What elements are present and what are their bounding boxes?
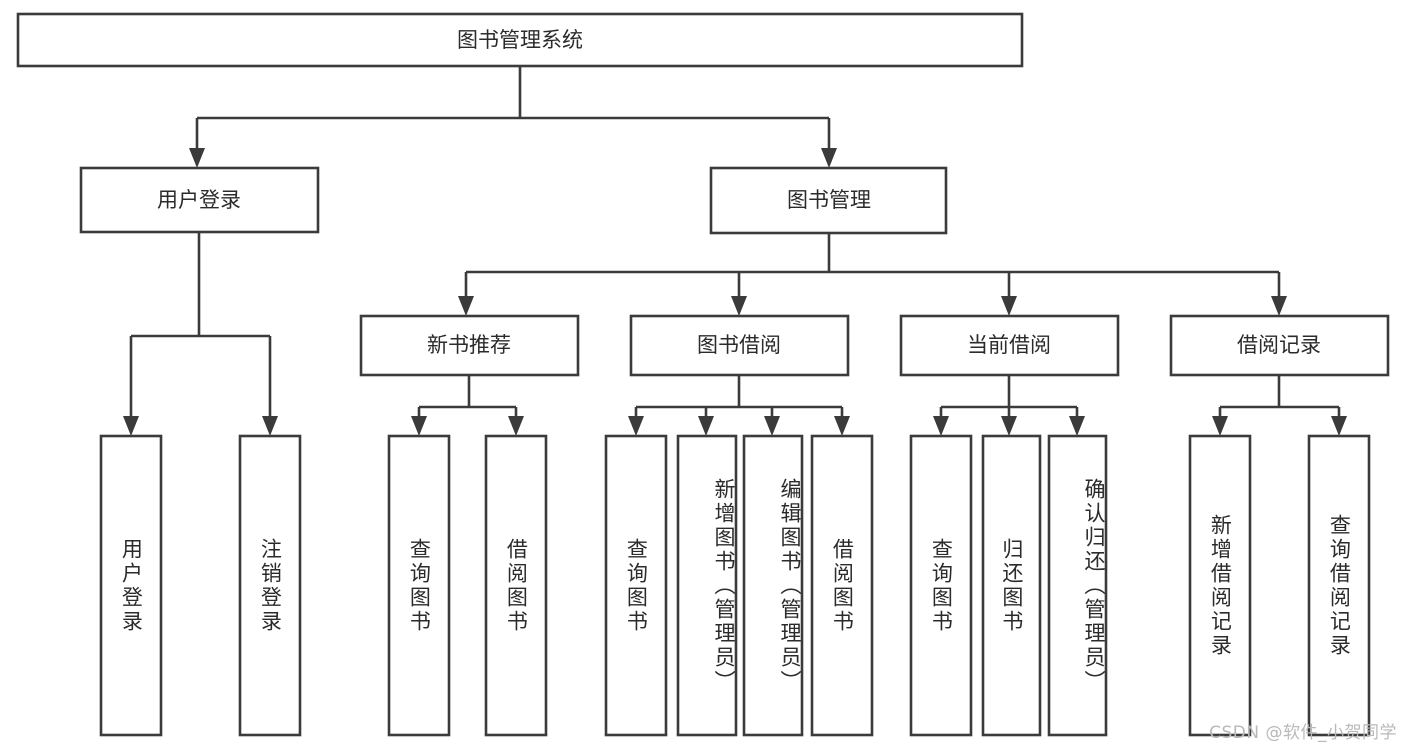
node-label-book-borrow: 图书借阅	[697, 333, 781, 357]
leaf-box-bookborrow-1[interactable]	[604, 434, 668, 737]
node-borrow-record[interactable]: 借阅记录	[1169, 314, 1390, 377]
arrow-icon	[933, 416, 949, 436]
node-current-borrow[interactable]: 当前借阅	[899, 314, 1120, 377]
node-book-borrow[interactable]: 图书借阅	[629, 314, 850, 377]
arrow-icon	[698, 416, 714, 436]
node-label-current-borrow: 当前借阅	[967, 333, 1051, 357]
node-label-borrow-record: 借阅记录	[1237, 333, 1321, 357]
connector-userlogin-to-leaves	[123, 232, 278, 436]
leaf-box-user-login-2[interactable]	[238, 434, 302, 737]
leaf-box-user-login-1[interactable]	[99, 434, 163, 737]
arrow-icon	[1001, 416, 1017, 436]
connector-root-to-level2	[189, 66, 837, 168]
arrow-icon	[1069, 416, 1085, 436]
connector-bookborrow-to-leaves	[628, 375, 850, 436]
connector-newbook-to-leaves	[411, 375, 524, 436]
leaf-box-newbook-2[interactable]	[484, 434, 548, 737]
arrow-icon	[1271, 296, 1287, 316]
leaf-box-currentborrow-2[interactable]	[981, 434, 1042, 737]
leaf-box-bookborrow-4[interactable]	[810, 434, 874, 737]
node-book-management[interactable]: 图书管理	[709, 166, 948, 235]
node-label-new-book-recommend: 新书推荐	[427, 333, 511, 357]
leaf-box-currentborrow-3[interactable]	[1047, 434, 1108, 737]
arrow-icon	[262, 416, 278, 436]
arrow-icon	[731, 296, 747, 316]
arrow-icon	[189, 148, 205, 168]
arrow-icon	[1001, 296, 1017, 316]
arrow-icon	[1212, 416, 1228, 436]
watermark-text: CSDN @软件_小贺同学	[1209, 723, 1397, 743]
connector-borrowrecord-to-leaves	[1212, 375, 1347, 436]
leaf-box-currentborrow-1[interactable]	[909, 434, 973, 737]
leaf-box-bookborrow-2[interactable]	[676, 434, 738, 737]
arrow-icon	[764, 416, 780, 436]
arrow-icon	[458, 296, 474, 316]
arrow-icon	[411, 416, 427, 436]
connector-currentborrow-to-leaves	[933, 375, 1085, 436]
leaf-box-borrowrecord-2[interactable]	[1307, 434, 1371, 737]
arrow-icon	[834, 416, 850, 436]
node-label-user-login: 用户登录	[157, 188, 241, 212]
arrow-icon	[628, 416, 644, 436]
node-root-system[interactable]: 图书管理系统	[16, 12, 1024, 68]
node-label-root: 图书管理系统	[457, 28, 583, 52]
arrow-icon	[821, 148, 837, 168]
node-user-login[interactable]: 用户登录	[79, 166, 320, 234]
leaf-box-newbook-1[interactable]	[387, 434, 451, 737]
node-label-book-management: 图书管理	[787, 188, 871, 212]
leaf-box-bookborrow-3[interactable]	[742, 434, 804, 737]
arrow-icon	[1331, 416, 1347, 436]
arrow-icon	[508, 416, 524, 436]
leaf-box-borrowrecord-1[interactable]	[1188, 434, 1252, 737]
node-new-book-recommend[interactable]: 新书推荐	[359, 314, 580, 377]
arrow-icon	[123, 416, 139, 436]
connector-bookmgmt-to-level3	[458, 233, 1287, 316]
